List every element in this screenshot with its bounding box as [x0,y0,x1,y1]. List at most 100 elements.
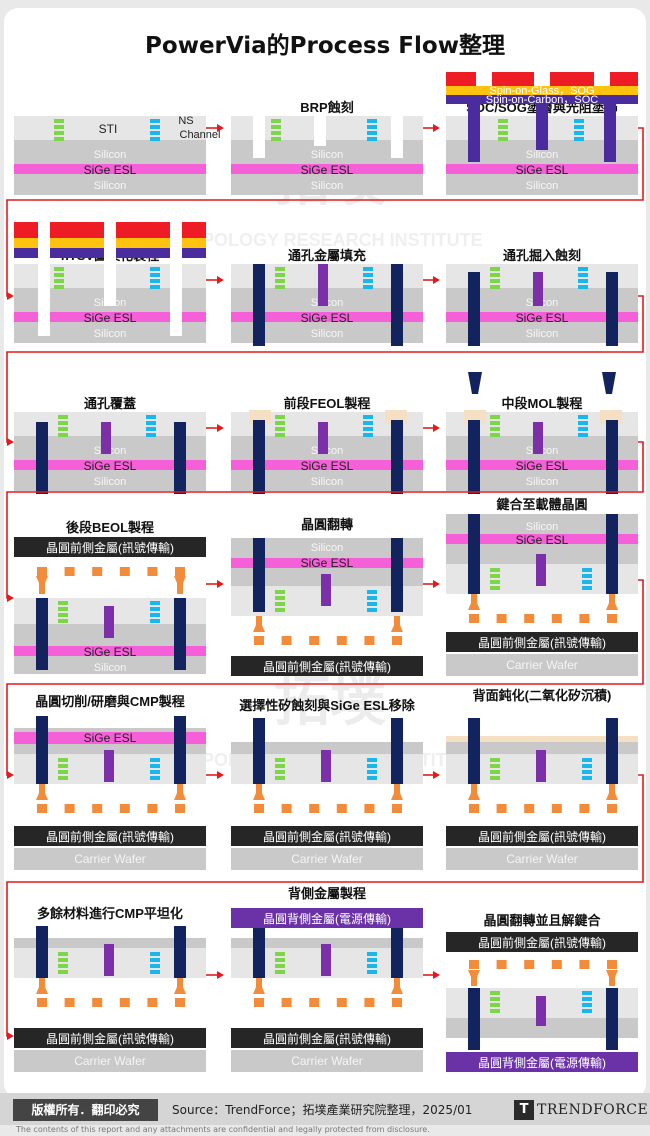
front-metal-box-label: 晶圓前側金屬(訊號傳輸) [46,1031,174,1046]
contact-pillar [253,978,265,994]
front-metal-box-label: 晶圓前側金屬(訊號傳輸) [478,935,606,950]
trendforce-logo: T TRENDFORCE [514,1099,648,1121]
sog-layer [446,86,638,95]
front-metal-box [446,632,638,652]
cyan-channel-stack [367,952,377,974]
arrow-head [433,276,440,284]
green-channel-stack [275,758,285,780]
fin-structure [101,422,111,454]
sige-esl-label: SiGe ESL [516,533,569,547]
carrier-wafer [14,848,206,870]
tsv-via [468,514,480,594]
brp-trench [253,116,265,158]
active-layer [14,116,206,140]
step-title: 通孔金屬填充 [288,248,366,263]
carrier-wafer [231,848,423,870]
cyan-channel-stack [363,415,373,437]
front-metal-box-label: 晶圓前側金屬(訊號傳輸) [478,829,606,844]
step-title: 通孔掘入蝕刻 [503,248,581,263]
fin-structure [104,944,114,976]
sige-esl-layer [231,164,423,174]
front-metal-box [446,932,638,952]
page-title: PowerVia的Process Flow整理 [145,33,505,59]
tsv-via [36,422,48,494]
cyan-channel-stack [578,415,588,437]
cyan-channel-stack [582,568,592,590]
back-metal-box [446,1052,638,1072]
tsv-via [606,718,618,784]
silicon-substrate [446,1018,638,1038]
arrow-head [217,424,224,432]
disclaimer: The contents of this report and any atta… [16,1125,430,1134]
front-metal-box-label: 晶圓前側金屬(訊號傳輸) [263,829,391,844]
fin-structure [533,272,543,306]
silicon-label: Silicon [311,180,343,192]
contact-row [37,804,185,813]
tsv-via [253,718,265,784]
sige-esl-label: SiGe ESL [301,163,354,177]
cyan-channel-stack [578,267,588,289]
back-metal-box [231,908,423,928]
fin-structure [104,750,114,782]
cyan-channel-stack [574,119,584,141]
front-metal-box [231,1028,423,1048]
sige-esl-layer [446,312,638,322]
silicon-label: Silicon [94,662,126,674]
contact-pillar [36,784,48,800]
contact-pillar [468,970,480,986]
arrow-head [217,771,224,779]
green-channel-stack [490,415,500,437]
arrow-head [433,580,440,588]
soc-label: Spin-on-Carbon，SOC [486,94,599,106]
arrow-head [433,971,440,979]
front-metal-box [231,656,423,676]
sige-esl-label: SiGe ESL [84,163,137,177]
arrow-head [433,424,440,432]
sige-esl-layer [14,164,206,174]
silicon-label: Silicon [94,328,126,340]
contact-row [469,804,617,813]
arrow-head [433,771,440,779]
contact-row [254,998,402,1007]
ntsv-trench [170,222,182,336]
tsv-via [36,926,48,978]
green-channel-stack [490,568,500,590]
carrier-wafer-label: Carrier Wafer [506,658,578,672]
sige-esl-label: SiGe ESL [301,459,354,473]
sige-esl-layer [231,312,423,322]
tsv-via [468,988,480,1050]
sige-esl-layer [446,534,638,544]
watermark-subtitle: TOPOLOGY RESEARCH INSTITUTE [177,230,482,250]
front-metal-box [14,537,206,557]
soc-fill [604,104,616,162]
cyan-channel-stack [150,119,160,141]
arrow-head [7,771,14,779]
front-metal-box-label: 晶圓前側金屬(訊號傳輸) [46,829,174,844]
sige-esl-label: SiGe ESL [516,311,569,325]
contact-pillar [468,784,480,800]
silicon-label: Silicon [94,149,126,161]
ns-label: NS [178,115,193,127]
carrier-wafer-label: Carrier Wafer [74,852,146,866]
silicon-label: Silicon [311,476,343,488]
cyan-channel-stack [582,758,592,780]
contact-pillar [36,978,48,994]
sige-esl-label: SiGe ESL [516,459,569,473]
tsv-via [468,420,480,494]
fin-structure [318,422,328,454]
step-title: 鍵合至載體晶圓 [496,497,587,512]
soc-layer [446,95,638,104]
green-channel-stack [498,119,508,141]
arrow-head [217,971,224,979]
green-channel-stack [490,991,500,1013]
step-title: 晶圓翻轉並且解鍵合 [483,913,601,928]
